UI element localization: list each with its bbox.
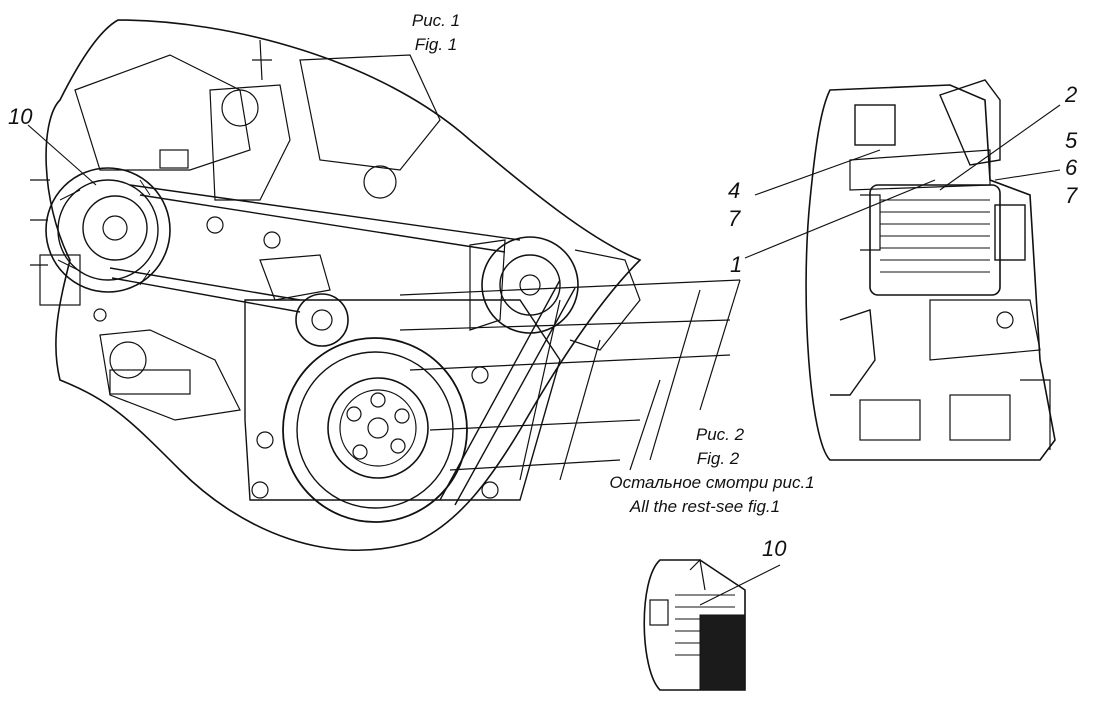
callout-label: 10	[762, 536, 787, 561]
callout-label: 7	[728, 206, 741, 231]
fig2-alternator-drawing	[805, 79, 1056, 461]
fig2-note-en: All the rest-see fig.1	[629, 497, 780, 516]
fig2-caption-ru: Рис. 2	[696, 425, 745, 444]
fig2-caption-en: Fig. 2	[697, 449, 740, 468]
section-plane-lines	[399, 279, 741, 481]
callout-label: 10	[8, 104, 33, 129]
callout-label: 6	[1065, 155, 1078, 180]
callout-label: 2	[1064, 82, 1077, 107]
callout-label: 5	[1065, 128, 1078, 153]
fig1-caption-ru: Рис. 1	[412, 11, 460, 30]
detail-alternator-drawing	[643, 558, 746, 691]
fig1-engine-drawing	[30, 19, 642, 552]
callout-label: 4	[728, 178, 740, 203]
callout-label: 7	[1065, 183, 1078, 208]
callout-label: 1	[730, 252, 742, 277]
fig1-caption-en: Fig. 1	[415, 35, 458, 54]
fig2-note-ru: Остальное смотри рис.1	[609, 473, 814, 492]
leader-lines	[27, 104, 1061, 606]
